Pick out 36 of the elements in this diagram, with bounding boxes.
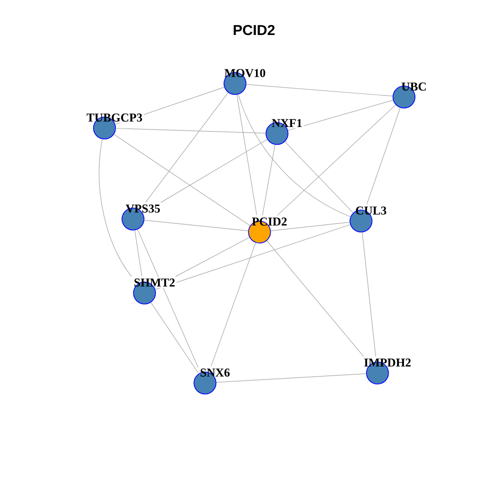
connector-line: [284, 141, 354, 214]
connector-line: [155, 224, 350, 290]
connector-line: [145, 92, 228, 203]
node-label: CUL3: [356, 206, 386, 215]
connector-line: [144, 220, 248, 232]
node-label: IMPDH2: [364, 358, 411, 367]
node-label: SHMT2: [134, 278, 175, 287]
node-label: TUBGCP3: [86, 114, 142, 122]
connector-line: [266, 240, 364, 357]
connector-line: [116, 128, 266, 134]
connector-line: [98, 138, 132, 277]
connector-line: [246, 84, 393, 96]
connector-line: [238, 94, 351, 218]
connector-line: [150, 302, 198, 373]
connector-line: [137, 229, 198, 368]
node-label: VPS35: [126, 204, 160, 213]
node-label: UBC: [402, 82, 426, 91]
connector-line: [236, 94, 258, 216]
connector-line: [114, 134, 250, 226]
node-label: NXF1: [272, 119, 302, 127]
title: PCID2: [234, 24, 275, 36]
connector-line: [210, 242, 256, 367]
connector-line: [160, 139, 268, 203]
node-label: PCID2: [252, 218, 287, 226]
connector-line: [270, 222, 350, 232]
node-label: MOV10: [224, 69, 266, 78]
connector-line: [175, 237, 250, 277]
connector-line: [277, 104, 396, 216]
connector-line: [262, 144, 276, 216]
connector-line: [216, 373, 366, 383]
node-label: SNX6: [200, 368, 230, 377]
connector-line: [288, 100, 394, 131]
connector-line: [134, 230, 142, 277]
connector-line: [115, 86, 225, 125]
connector-line: [366, 107, 401, 205]
connector-line: [362, 232, 376, 357]
